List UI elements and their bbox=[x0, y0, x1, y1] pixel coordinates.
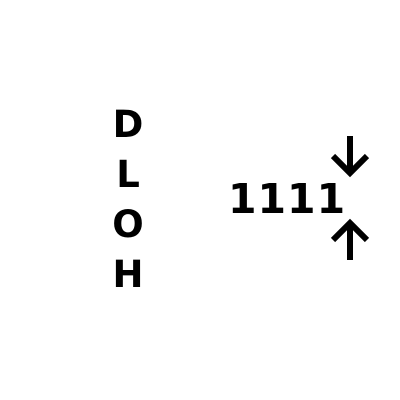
arrow-down-icon bbox=[330, 136, 370, 178]
letter-h: H bbox=[112, 253, 144, 296]
hold-letters-column: D L O H bbox=[108, 100, 148, 300]
letter-d: D bbox=[112, 103, 144, 146]
letter-o: O bbox=[112, 203, 144, 246]
arrow-up-icon bbox=[330, 218, 370, 260]
number-value: 1111 bbox=[228, 175, 347, 223]
letter-l: L bbox=[116, 153, 140, 196]
